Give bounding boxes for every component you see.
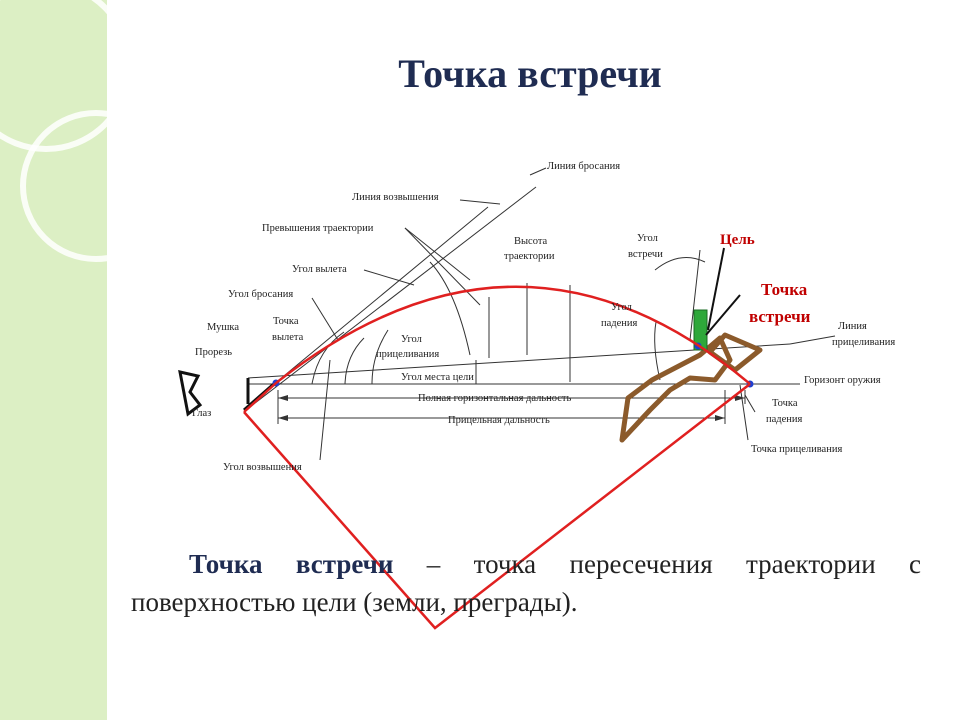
label-target: Цель: [720, 232, 755, 248]
label-trajectory-height: Высота: [514, 236, 548, 247]
label-throw-line: Линия бросания: [547, 161, 620, 172]
leader-line: [744, 394, 756, 413]
arrow-head: [278, 415, 288, 421]
fall-angle-arc: [654, 321, 661, 381]
label-rear-sight: Прорезь: [195, 347, 232, 358]
label-throw-angle: Угол бросания: [228, 289, 293, 300]
slide-title: Точка встречи: [398, 51, 662, 96]
meeting-highlight: [243, 383, 751, 630]
label-front-sight: Мушка: [207, 322, 239, 333]
arrow-head: [278, 395, 288, 401]
label-aiming-angle: прицеливания: [376, 349, 439, 360]
leader-line: [789, 335, 836, 345]
leader-line: [404, 227, 481, 306]
definition-term: Точка встречи: [189, 549, 394, 579]
label-eye: Глаз: [192, 408, 211, 419]
label-departure-point: Точка: [273, 316, 299, 327]
label-meeting-point: Точка: [761, 280, 808, 299]
meeting-point-label-bg: [746, 278, 838, 330]
trajectory-curve: [275, 285, 751, 385]
meeting-highlight: [243, 382, 277, 413]
label-aiming-angle: Угол: [401, 334, 422, 345]
label-meeting-angle: встречи: [628, 249, 663, 260]
leader-line: [689, 249, 701, 341]
leader-line: [311, 297, 339, 341]
label-aiming-line: прицеливания: [832, 337, 895, 348]
leader-line: [319, 359, 331, 461]
label-aiming-point: Точка прицеливания: [751, 444, 842, 455]
departure-angle-arc: [311, 331, 345, 385]
aiming-angle-arc: [344, 337, 365, 385]
label-fall-point: падения: [766, 414, 803, 425]
definition-paragraph: Точка встречи – точка пересечения траект…: [131, 545, 921, 621]
label-aiming-line: Линия: [838, 321, 867, 332]
label-meeting-angle: Угол: [637, 233, 658, 244]
arrow-head: [735, 395, 745, 401]
decorative-sidebar: [0, 0, 107, 720]
label-fall-point: Точка: [772, 398, 798, 409]
arrow-head: [715, 415, 725, 421]
label-trajectory-height: траектории: [504, 251, 555, 262]
label-target-site-angle: Угол места цели: [401, 372, 474, 383]
label-meeting-point: встречи: [749, 307, 811, 326]
label-weapon-horizon: Горизонт оружия: [804, 375, 881, 386]
target-rect: [693, 309, 708, 351]
throw-angle-arc: [371, 329, 389, 385]
label-fall-angle: Угол: [611, 302, 632, 313]
label-fall-angle: падения: [601, 318, 638, 329]
meeting-point-pointer: [705, 294, 741, 336]
label-trajectory-excess: Превышения траектории: [262, 223, 374, 234]
leader-line: [739, 384, 749, 441]
eye-icon: [178, 370, 203, 417]
label-full-range: Полная горизонтальная дальность: [418, 393, 572, 404]
obstacle-shape: [619, 332, 763, 443]
throw-line: [245, 186, 537, 411]
range-arrows: [278, 395, 745, 421]
target-pointer: [707, 247, 725, 331]
leader-line: [459, 199, 501, 205]
label-elevation-line: Линия возвышения: [352, 192, 439, 203]
trajectory-excess-arc: [429, 261, 471, 356]
label-elevation-angle: Угол возвышения: [223, 462, 302, 473]
leader-line: [529, 167, 547, 176]
meeting-angle-arc: [654, 257, 706, 271]
label-departure-angle: Угол вылета: [292, 264, 347, 275]
label-aiming-range: Прицельная дальность: [448, 415, 550, 426]
leader-line: [363, 269, 415, 286]
label-departure-point: вылета: [272, 332, 304, 343]
leader-line: [404, 227, 471, 281]
definition-text: – точка пересечения траектории с поверхн…: [131, 549, 922, 617]
